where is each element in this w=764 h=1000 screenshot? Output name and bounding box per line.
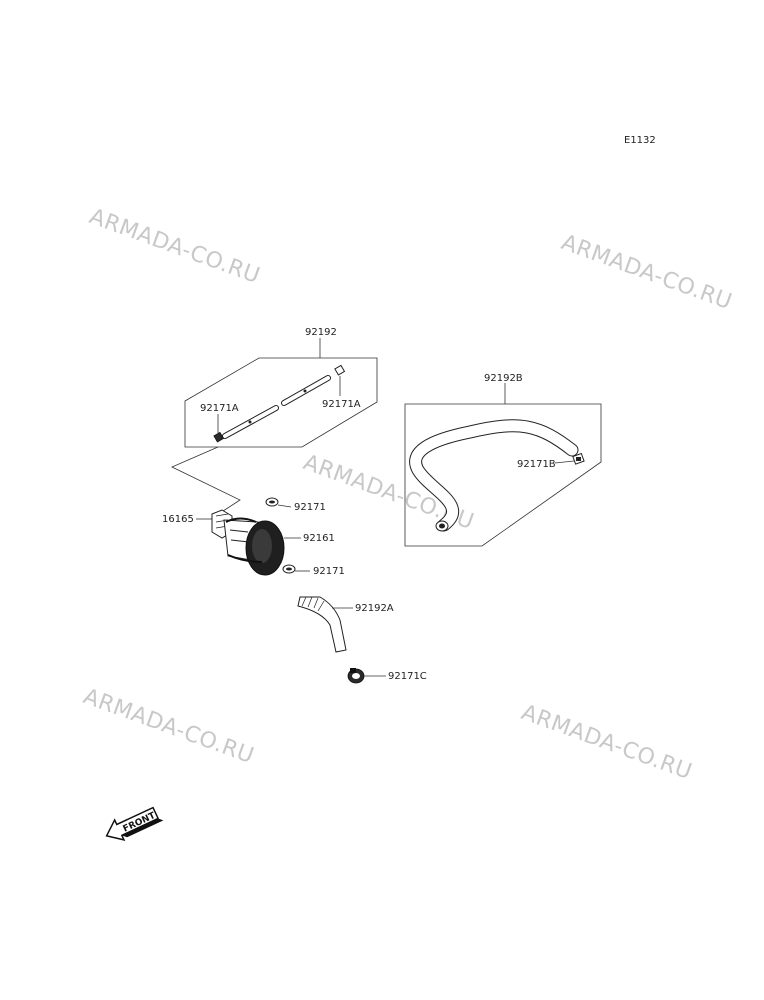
- watermark-1: ARMADA-CO.RU: [86, 204, 263, 289]
- group-outline-92192b: [404, 403, 602, 547]
- watermark-5: ARMADA-CO.RU: [518, 700, 695, 785]
- label-92192a: 92192A: [355, 603, 394, 614]
- group-outline-92192: [184, 357, 378, 448]
- hose-92192-icon: [222, 375, 331, 439]
- leader-92171-upper: [277, 504, 292, 508]
- watermark-2: ARMADA-CO.RU: [558, 230, 735, 315]
- label-92192b: 92192B: [484, 373, 523, 384]
- label-92171-upper: 92171: [294, 502, 326, 513]
- label-92171-lower: 92171: [313, 566, 345, 577]
- clamp-92171-upper-icon: [265, 497, 279, 507]
- hose-92192b-group: 92192B 92171B: [404, 373, 602, 547]
- label-92171b: 92171B: [517, 459, 556, 470]
- clamp-92171c-icon: [347, 668, 365, 684]
- hose-92192a-icon: [297, 596, 347, 653]
- clamp-92171a-right-icon: [334, 364, 346, 376]
- filter-92161-icon: [223, 517, 285, 576]
- label-92171c: 92171C: [388, 671, 427, 682]
- clamp-92171-lower-icon: [282, 564, 296, 574]
- hose-92192-group: 92192 92171A 92171A: [184, 327, 378, 448]
- clamp-92171a-left-icon: [213, 431, 225, 443]
- diagram-code: E1132: [624, 135, 656, 146]
- label-92161: 92161: [303, 533, 335, 544]
- label-92171a-left: 92171A: [200, 403, 239, 414]
- label-92171a-right: 92171A: [322, 399, 361, 410]
- label-92192: 92192: [305, 327, 337, 338]
- hose-92192b-icon: [409, 419, 579, 532]
- front-direction-arrow: FRONT: [105, 806, 164, 841]
- watermark-4: ARMADA-CO.RU: [80, 684, 257, 769]
- leader-92171b: [554, 460, 575, 464]
- connector-leader: [171, 446, 241, 514]
- label-16165: 16165: [162, 514, 194, 525]
- clamp-92171b-icon: [572, 452, 585, 465]
